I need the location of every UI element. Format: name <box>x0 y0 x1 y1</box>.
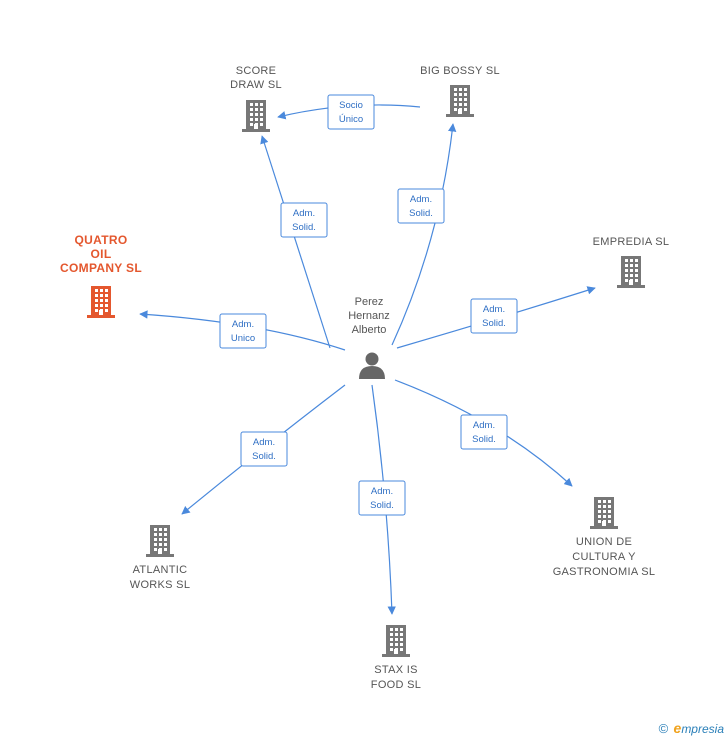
edge-label-text: Unico <box>231 333 255 344</box>
building-icon <box>87 286 115 318</box>
brand-name: mpresia <box>681 722 724 736</box>
edge-label-box <box>397 188 445 224</box>
node-atlantic[interactable]: ATLANTIC WORKS SL <box>130 525 190 591</box>
edge-label-center-quatro[interactable]: Adm. Unico <box>219 313 267 349</box>
nodes-layer: SCORE DRAW SL BIG BOSSY SL QUATROOILCOMPANY… <box>60 65 669 691</box>
person-label: Alberto <box>352 324 387 336</box>
node-label: WORKS SL <box>130 579 190 591</box>
node-label: STAX IS <box>374 664 417 676</box>
building-icon <box>590 497 618 529</box>
node-label: CULTURA Y <box>572 551 636 563</box>
edge-label-box <box>460 414 508 450</box>
brand-initial: e <box>673 720 682 736</box>
node-label: SCORE <box>236 65 277 77</box>
node-label: COMPANY SL <box>60 261 142 275</box>
building-icon <box>242 100 270 132</box>
edge-label-text: Solid. <box>292 222 316 233</box>
edge-center-score <box>260 135 331 349</box>
edge-label-text: Adm. <box>371 486 393 497</box>
edge-label-box <box>280 202 328 238</box>
edge-label-text: Adm. <box>473 420 495 431</box>
edge-label-center-empredia[interactable]: Adm. Solid. <box>470 298 518 334</box>
edge-center-bigbossy <box>391 123 457 346</box>
edge-label-box <box>240 431 288 467</box>
edge-label-text: Adm. <box>232 319 254 330</box>
edge-label-text: Solid. <box>252 451 276 462</box>
edge-label-text: Adm. <box>253 437 275 448</box>
copyright-symbol: © <box>658 721 669 736</box>
edge-label-box <box>470 298 518 334</box>
node-union[interactable]: UNION DE CULTURA Y GASTRONOMIA SL <box>553 497 656 578</box>
person-icon <box>359 352 385 379</box>
edge-label-center-union[interactable]: Adm. Solid. <box>460 414 508 450</box>
person-label: Perez <box>355 296 384 308</box>
edge-labels-layer: Adm.Solid.Adm.Solid.SocioÚnicoAdm.UnicoA… <box>219 94 518 516</box>
edge-label-text: Adm. <box>410 194 432 205</box>
node-empredia[interactable]: EMPREDIA SL <box>593 236 670 288</box>
building-icon <box>446 85 474 117</box>
node-score[interactable]: SCORE DRAW SL <box>230 65 282 132</box>
node-label: QUATRO <box>75 233 128 247</box>
node-label: ATLANTIC <box>133 564 188 576</box>
node-label: GASTRONOMIA SL <box>553 566 656 578</box>
edge-label-text: Solid. <box>472 434 496 445</box>
node-label: DRAW SL <box>230 79 282 91</box>
building-icon <box>382 625 410 657</box>
edge-label-center-stax[interactable]: Adm. Solid. <box>358 480 406 516</box>
node-label: OIL <box>91 247 112 261</box>
edge-label-box <box>358 480 406 516</box>
edge-label-text: Único <box>339 114 363 125</box>
footer-brand[interactable]: © empresia <box>659 720 724 736</box>
node-bigbossy[interactable]: BIG BOSSY SL <box>420 65 500 117</box>
edge-label-box <box>219 313 267 349</box>
edge-label-text: Adm. <box>293 208 315 219</box>
building-icon <box>146 525 174 557</box>
person-label: Hernanz <box>348 310 390 322</box>
edge-label-center-score[interactable]: Adm. Solid. <box>280 202 328 238</box>
edge-label-box <box>327 94 375 130</box>
edge-label-text: Solid. <box>409 208 433 219</box>
edge-label-text: Adm. <box>483 304 505 315</box>
edge-label-text: Solid. <box>370 500 394 511</box>
node-label: EMPREDIA SL <box>593 236 670 248</box>
building-icon <box>617 256 645 288</box>
node-label: BIG BOSSY SL <box>420 65 500 77</box>
node-stax[interactable]: STAX IS FOOD SL <box>371 625 421 691</box>
node-label: FOOD SL <box>371 679 421 691</box>
edge-label-text: Socio <box>339 100 363 111</box>
node-label: UNION DE <box>576 536 632 548</box>
edge-label-center-bigbossy[interactable]: Adm. Solid. <box>397 188 445 224</box>
edge-label-center-atlantic[interactable]: Adm. Solid. <box>240 431 288 467</box>
edge-label-text: Solid. <box>482 318 506 329</box>
